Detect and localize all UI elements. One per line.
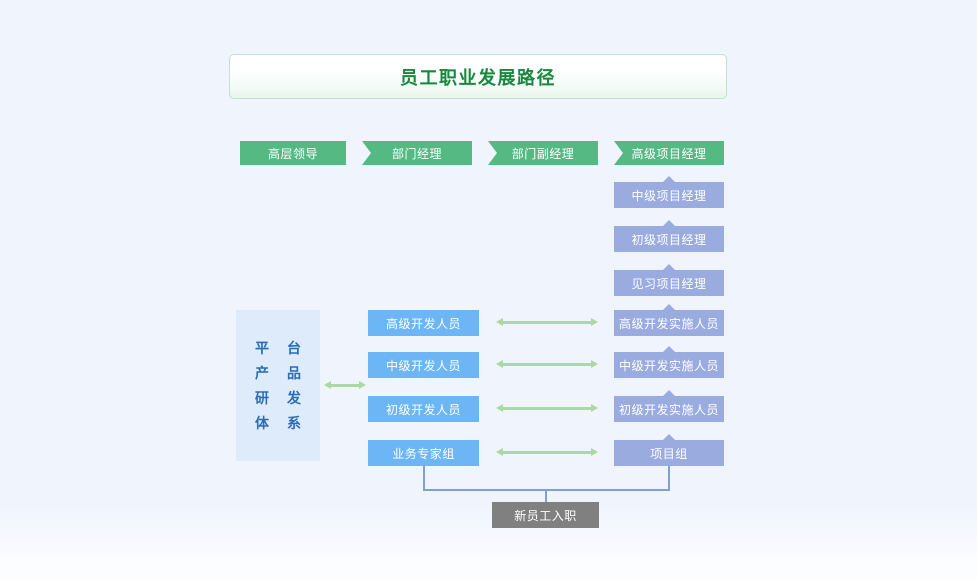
arrow-head-right: [591, 404, 598, 412]
node-impl-0[interactable]: 高级开发实施人员: [614, 310, 724, 336]
arrow-dev-impl-2-icon: [496, 404, 598, 413]
arrow-platform-to-dev-icon: [324, 381, 366, 390]
background-fade-band: [0, 500, 977, 556]
platform-char-5: 发: [287, 390, 301, 406]
platform-char-7: 系: [287, 415, 301, 431]
node-label: 初级项目经理: [631, 232, 707, 247]
chevron-up-icon: [663, 346, 675, 352]
platform-char-0: 平: [255, 340, 269, 356]
chevron-up-icon: [663, 304, 675, 310]
chevron-up-icon: [663, 434, 675, 440]
node-management-1[interactable]: 部门经理: [362, 141, 472, 165]
connector-impl-down: [668, 466, 670, 491]
node-label: 中级开发实施人员: [618, 358, 719, 373]
arrow-head-left: [324, 381, 331, 389]
chevron-up-icon: [663, 264, 675, 270]
platform-char-1: 台: [287, 340, 301, 356]
arrow-head-right: [359, 381, 366, 389]
arrow-bar: [502, 407, 592, 410]
arrow-head-left: [496, 360, 503, 368]
node-management-3[interactable]: 高级项目经理: [614, 141, 724, 165]
platform-char-3: 品: [287, 365, 301, 381]
node-dev-0[interactable]: 高级开发人员: [368, 310, 479, 336]
node-label: 中级项目经理: [631, 188, 707, 203]
page-title: 员工职业发展路径: [400, 67, 556, 88]
node-impl-1[interactable]: 中级开发实施人员: [614, 352, 724, 378]
chevron-up-icon: [663, 390, 675, 396]
arrow-dev-impl-0-icon: [496, 318, 598, 327]
node-label: 业务专家组: [392, 446, 455, 461]
arrow-head-left: [496, 448, 503, 456]
node-management-2[interactable]: 部门副经理: [488, 141, 598, 165]
arrow-bar: [502, 321, 592, 324]
platform-char-4: 研: [255, 390, 269, 406]
chevron-up-icon: [663, 176, 675, 182]
node-label: 高级开发人员: [385, 316, 461, 331]
node-pm-0[interactable]: 中级项目经理: [614, 182, 724, 208]
node-dev-1[interactable]: 中级开发人员: [368, 352, 479, 378]
node-label: 部门经理: [391, 146, 442, 161]
node-impl-3[interactable]: 项目组: [614, 440, 724, 466]
node-label: 高层领导: [267, 146, 318, 161]
node-impl-2[interactable]: 初级开发实施人员: [614, 396, 724, 422]
node-dev-2[interactable]: 初级开发人员: [368, 396, 479, 422]
node-management-0[interactable]: 高层领导: [240, 141, 346, 165]
connector-dev-down: [423, 466, 425, 491]
node-new-employee-entry[interactable]: 新员工入职: [492, 502, 599, 528]
node-label: 高级开发实施人员: [618, 316, 719, 331]
node-label: 见习项目经理: [631, 276, 707, 291]
node-label: 新员工入职: [514, 508, 577, 523]
node-label: 项目组: [650, 446, 688, 461]
node-pm-2[interactable]: 见习项目经理: [614, 270, 724, 296]
platform-char-6: 体: [255, 415, 269, 431]
platform-char-2: 产: [255, 365, 269, 381]
node-label: 初级开发实施人员: [618, 402, 719, 417]
platform-label-grid: 平 台 产 品 研 发 体 系: [255, 341, 301, 430]
connector-entry-up: [545, 489, 547, 503]
arrow-head-left: [496, 404, 503, 412]
node-label: 部门副经理: [511, 146, 575, 161]
arrow-bar: [502, 363, 592, 366]
node-dev-3[interactable]: 业务专家组: [368, 440, 479, 466]
node-label: 中级开发人员: [385, 358, 461, 373]
arrow-bar: [502, 451, 592, 454]
node-label: 初级开发人员: [385, 402, 461, 417]
arrow-dev-impl-1-icon: [496, 360, 598, 369]
arrow-bar: [330, 384, 360, 387]
arrow-head-right: [591, 360, 598, 368]
chevron-up-icon: [663, 220, 675, 226]
diagram-title-banner: 员工职业发展路径: [229, 54, 727, 99]
node-label: 高级项目经理: [631, 146, 707, 161]
background-bottom-band: [0, 556, 977, 580]
arrow-head-right: [591, 448, 598, 456]
platform-product-rnd-panel: 平 台 产 品 研 发 体 系: [236, 310, 320, 461]
arrow-dev-impl-3-icon: [496, 448, 598, 457]
arrow-head-right: [591, 318, 598, 326]
arrow-head-left: [496, 318, 503, 326]
node-pm-1[interactable]: 初级项目经理: [614, 226, 724, 252]
